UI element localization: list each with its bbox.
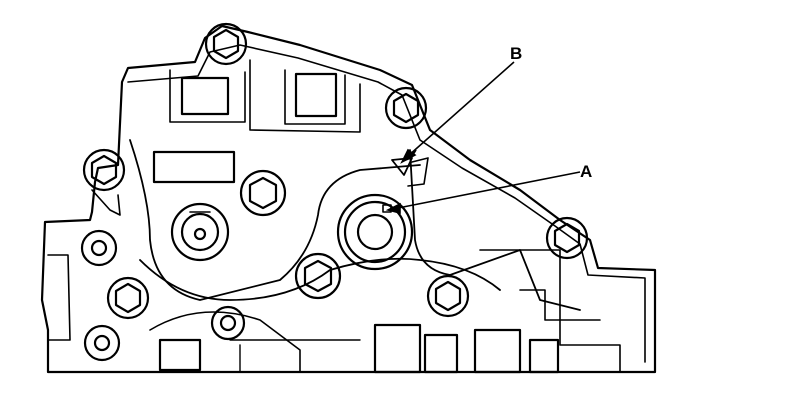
callout-a-leader — [385, 171, 581, 215]
boss-left-lower — [83, 324, 121, 362]
left-tab — [91, 189, 121, 216]
callout-label-a: A — [580, 162, 592, 181]
upper-rib-2 — [284, 69, 346, 125]
boss-bottom — [210, 305, 246, 341]
bolt-top — [204, 22, 248, 66]
housing-outline — [40, 24, 657, 374]
bolt-lower-right — [426, 274, 470, 318]
bottom-web — [149, 311, 301, 373]
timing-mark — [391, 157, 429, 187]
bolt-upper-right — [384, 86, 428, 130]
oil-passage-boss — [170, 202, 230, 262]
upper-rib-3 — [249, 59, 361, 133]
upper-rib-1 — [169, 69, 246, 123]
right-step — [519, 289, 601, 321]
bottom-slot-4 — [473, 328, 522, 374]
left-pocket — [47, 254, 71, 341]
bottom-slot-5 — [528, 338, 560, 374]
bolt-left — [82, 148, 126, 192]
right-web — [409, 149, 581, 311]
bottom-slot-3 — [423, 333, 459, 374]
bottom-slot-2 — [373, 323, 422, 374]
upper-window-left — [180, 76, 230, 116]
right-lower-rib — [479, 249, 621, 373]
callout-label-b: B — [510, 44, 522, 63]
housing-inner-edge — [127, 44, 646, 363]
bolt-right — [545, 216, 589, 260]
side-window — [152, 150, 236, 184]
bolt-center — [239, 169, 287, 217]
callout-b-leader — [400, 61, 515, 164]
camshaft-end — [336, 193, 414, 271]
boss-left-upper — [80, 229, 118, 267]
center-web — [129, 139, 421, 301]
bottom-slot-1 — [158, 338, 202, 372]
bolt-lower-center — [294, 252, 342, 300]
bolt-lower-left — [106, 276, 150, 320]
lower-web — [139, 257, 501, 301]
upper-window-mid — [294, 72, 338, 118]
